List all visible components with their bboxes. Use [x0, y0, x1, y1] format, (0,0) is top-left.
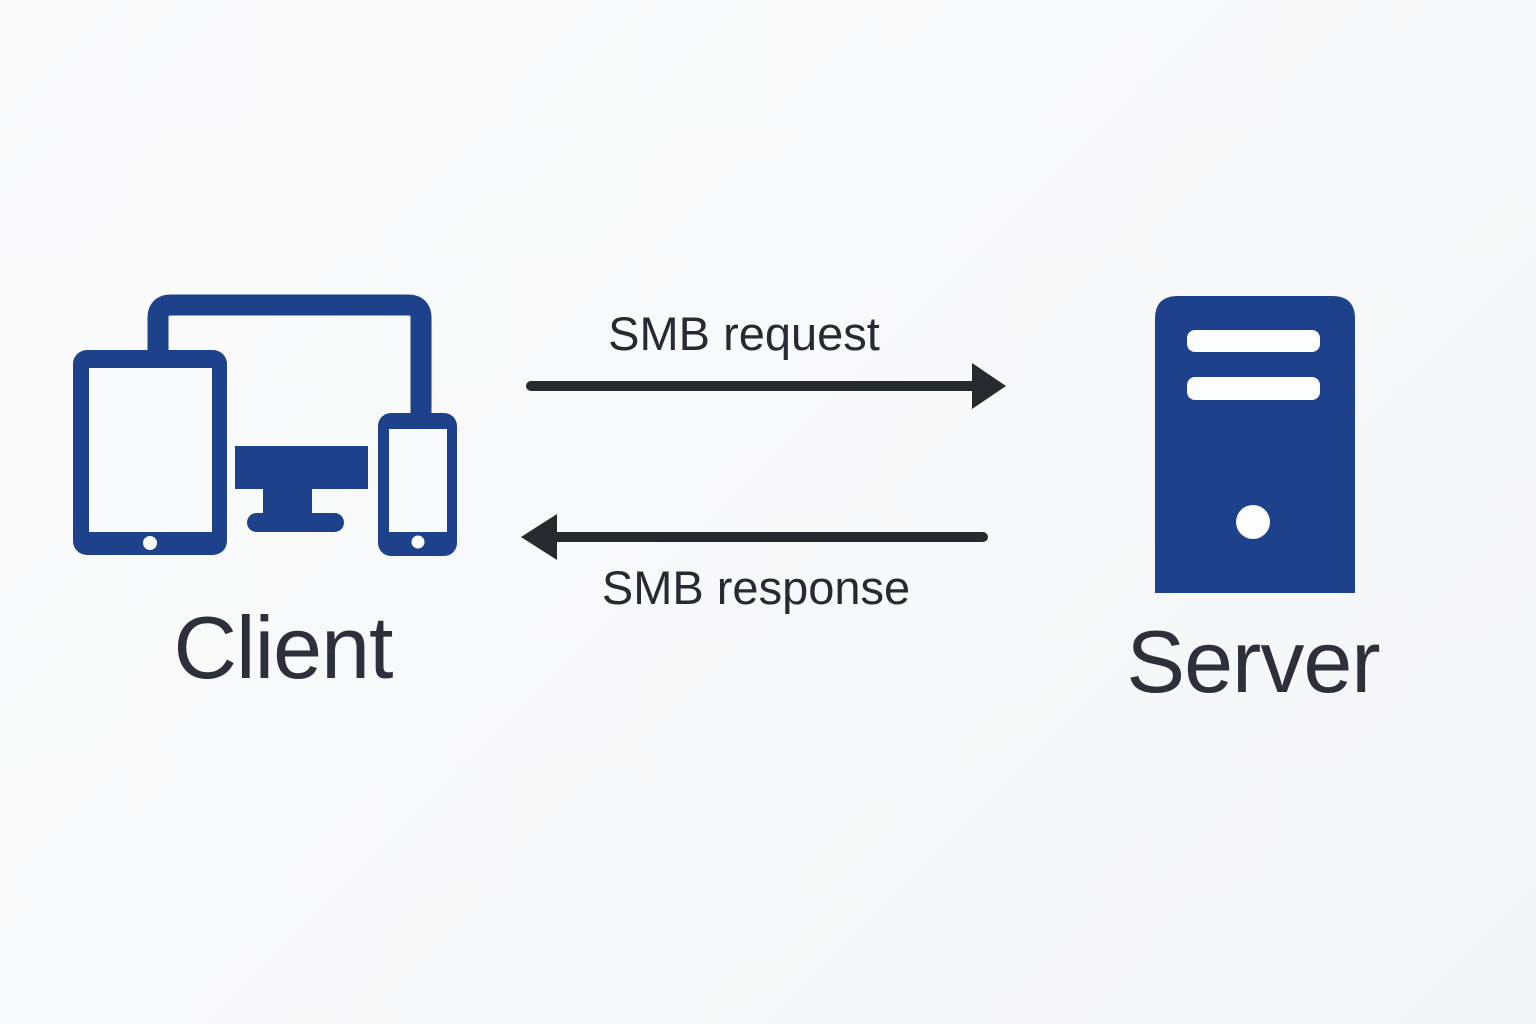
smartphone-icon: [378, 413, 457, 556]
smb-request-label: SMB request: [608, 307, 880, 360]
server-label: Server: [1126, 612, 1380, 711]
smb-request-arrow: [526, 363, 1006, 409]
arrow-right-head-icon: [972, 363, 1006, 409]
smb-response-arrow: [521, 514, 988, 560]
monitor-icon: [147, 294, 432, 452]
smartphone-home-button: [411, 535, 425, 549]
tablet-home-button: [143, 536, 157, 550]
tablet-icon: [73, 350, 227, 555]
smb-response-label: SMB response: [601, 561, 911, 614]
client-label: Client: [173, 598, 394, 697]
server-drive-slot: [1187, 330, 1320, 352]
monitor-bezel: [235, 446, 368, 489]
client-devices-icon: [73, 294, 457, 556]
arrow-left-head-icon: [521, 514, 557, 560]
monitor-stand-base: [247, 513, 344, 532]
server-drive-slot: [1187, 377, 1320, 400]
server-power-button: [1236, 505, 1270, 539]
server-tower-icon: [1155, 296, 1355, 593]
